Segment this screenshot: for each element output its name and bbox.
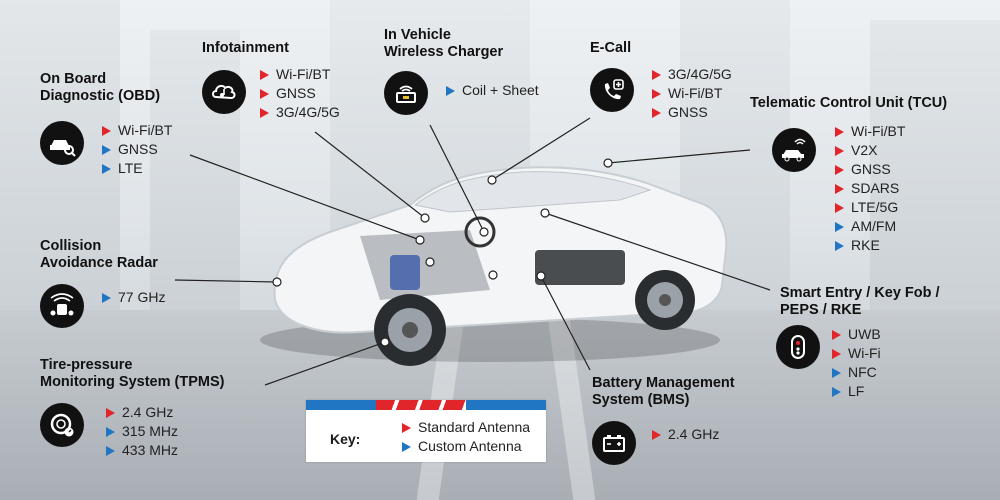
antenna-item: 315 MHz <box>106 422 178 441</box>
callout-title: Smart Entry / Key Fob /PEPS / RKE <box>780 285 940 318</box>
antenna-item: 433 MHz <box>106 441 178 460</box>
antenna-item: Wi-Fi <box>832 344 881 363</box>
antenna-item: UWB <box>832 325 881 344</box>
antenna-item: GNSS <box>260 84 340 103</box>
wireless-charger-icon <box>384 71 428 115</box>
car-magnifier-icon <box>40 121 84 165</box>
callout-title: Infotainment <box>202 40 289 56</box>
antenna-item: 77 GHz <box>102 288 165 307</box>
callout-tcu: Telematic Control Unit (TCU) Wi-Fi/BT V2… <box>750 95 948 253</box>
background-building <box>0 0 120 330</box>
legend-standard-antenna: Standard Antenna <box>402 418 530 437</box>
emergency-phone-icon <box>590 68 634 112</box>
battery-icon <box>592 421 636 465</box>
legend-custom-antenna: Custom Antenna <box>402 437 530 456</box>
antenna-item: Wi-Fi/BT <box>835 122 905 141</box>
antenna-item: LF <box>832 382 881 401</box>
legend-label: Key: <box>330 431 361 447</box>
callout-infotainment: Infotainment Wi-Fi/BT GNSS 3G/4G/5G <box>202 40 340 120</box>
antenna-item: 2.4 GHz <box>106 403 178 422</box>
antenna-item: NFC <box>832 363 881 382</box>
background-building <box>870 20 1000 330</box>
antenna-item: LTE <box>102 159 172 178</box>
antenna-key-legend: Key: Standard Antenna Custom Antenna <box>306 400 546 462</box>
antenna-item: LTE/5G <box>835 198 905 217</box>
callout-key-fob: Smart Entry / Key Fob /PEPS / RKE UWB Wi… <box>776 285 940 399</box>
antenna-item: RKE <box>835 236 905 255</box>
radar-icon <box>40 284 84 328</box>
cloud-music-icon <box>202 70 246 114</box>
key-fob-icon <box>776 325 820 369</box>
connected-car-icon <box>772 128 816 172</box>
callout-title: Telematic Control Unit (TCU) <box>750 95 948 111</box>
antenna-item: 3G/4G/5G <box>260 103 340 122</box>
antenna-item: GNSS <box>102 140 172 159</box>
antenna-item: 2.4 GHz <box>652 425 719 444</box>
callout-ecall: E-Call 3G/4G/5G Wi-Fi/BT GNSS <box>590 40 732 120</box>
antenna-item: SDARS <box>835 179 905 198</box>
antenna-item: Wi-Fi/BT <box>102 121 172 140</box>
antenna-item: Wi-Fi/BT <box>652 84 732 103</box>
antenna-item: V2X <box>835 141 905 160</box>
tire-gauge-icon <box>40 403 84 447</box>
antenna-item: Coil + Sheet <box>446 81 539 100</box>
antenna-item: AM/FM <box>835 217 905 236</box>
antenna-item: Wi-Fi/BT <box>260 65 340 84</box>
legend-stripe-accent <box>376 400 466 410</box>
antenna-item: 3G/4G/5G <box>652 65 732 84</box>
callout-title: E-Call <box>590 40 632 56</box>
antenna-item: GNSS <box>835 160 905 179</box>
antenna-item: GNSS <box>652 103 732 122</box>
